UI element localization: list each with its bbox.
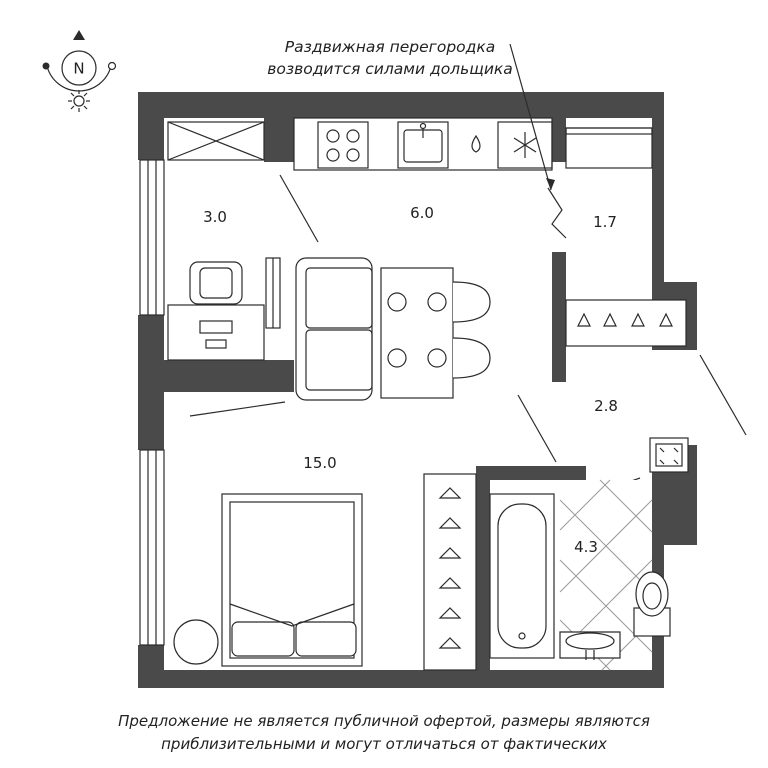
wall-left-middle — [138, 315, 164, 450]
bathroom — [489, 437, 689, 671]
pillow-left — [231, 621, 295, 657]
compass-west-dot — [42, 62, 50, 70]
compass: N — [42, 30, 117, 112]
hanger-icon — [438, 487, 462, 499]
wall-interior-kitchen — [264, 118, 294, 162]
sink-icon — [397, 121, 449, 169]
chair-2 — [452, 337, 491, 379]
area-storage: 1.7 — [593, 213, 617, 231]
hanger-icon — [438, 577, 462, 589]
wall-top — [138, 92, 664, 118]
north-arrow-icon — [73, 30, 85, 40]
hanger-icon — [438, 517, 462, 529]
walls — [138, 92, 697, 688]
hanger-icon — [659, 312, 673, 327]
kitchen-counter — [293, 117, 653, 171]
partition-arrow-icon — [546, 178, 555, 190]
disclaimer-line1: Предложение не является публичной оферто… — [118, 712, 650, 730]
hanger-icon — [438, 547, 462, 559]
sofa-and-dining — [295, 257, 491, 401]
hanger-icon — [603, 312, 617, 327]
wall-interior-bath-top — [476, 466, 586, 480]
snowflake-icon — [513, 132, 537, 158]
partition-leader-line — [509, 43, 552, 191]
partition-note-line1: Раздвижная перегородка — [284, 38, 496, 56]
workspace-furniture — [167, 121, 281, 361]
wall-right-upper — [652, 92, 664, 282]
storage-shelf — [565, 127, 653, 169]
wall-bottom — [138, 670, 664, 688]
wall-interior-storage — [552, 252, 566, 382]
wall-interior-workspace — [164, 360, 294, 392]
hall-closet — [565, 299, 687, 347]
bathtub — [489, 493, 555, 659]
tv-unit — [189, 401, 286, 417]
living-wardrobe — [423, 473, 477, 671]
bedroom-closet — [423, 473, 477, 671]
wall-interior-bath-left — [476, 466, 490, 670]
wall-left-top — [138, 92, 164, 160]
bed — [173, 493, 363, 667]
door-workspace — [279, 174, 319, 243]
area-kitchen: 6.0 — [410, 204, 434, 222]
area-bathroom: 4.3 — [574, 538, 598, 556]
wall-interior-storage-top — [552, 118, 566, 162]
sofa — [295, 257, 373, 401]
sun-icon — [68, 90, 90, 112]
armchair — [173, 619, 219, 665]
dining-table — [380, 267, 454, 399]
hall-wardrobe — [565, 299, 687, 347]
windows — [139, 159, 165, 646]
hanger-icon — [577, 312, 591, 327]
hanger-icon — [438, 607, 462, 619]
room-labels: 3.0 6.0 1.7 2.8 15.0 4.3 — [203, 204, 618, 556]
sliding-partition — [547, 187, 567, 239]
partition-note: Раздвижная перегородка возводится силами… — [200, 36, 580, 80]
fridge — [497, 121, 553, 169]
compass-ring — [61, 50, 97, 86]
area-workspace: 3.0 — [203, 208, 227, 226]
hanger-icon — [631, 312, 645, 327]
compass-north-label: N — [73, 60, 84, 78]
door-entrance — [699, 354, 747, 436]
desk-chair — [189, 261, 243, 305]
partition-note-line2: возводится силами дольщика — [267, 60, 513, 78]
disclaimer-line2: приблизительными и могут отличаться от ф… — [161, 735, 607, 753]
window-workspace — [139, 159, 165, 316]
washbasin — [559, 631, 621, 659]
water-drop-icon — [471, 134, 481, 153]
window-living — [139, 449, 165, 646]
counter — [293, 117, 553, 171]
door-hall — [517, 394, 557, 463]
pillow-right — [295, 621, 357, 657]
area-living: 15.0 — [303, 454, 336, 472]
disclaimer: Предложение не является публичной оферто… — [0, 710, 768, 756]
cooktop-icon — [317, 121, 369, 169]
keyboard-icon — [199, 320, 233, 334]
hanger-icon — [438, 637, 462, 649]
chair-1 — [452, 281, 491, 323]
area-hall: 2.8 — [594, 397, 618, 415]
compass-east-dot — [107, 61, 117, 71]
drain-icon — [518, 632, 526, 640]
